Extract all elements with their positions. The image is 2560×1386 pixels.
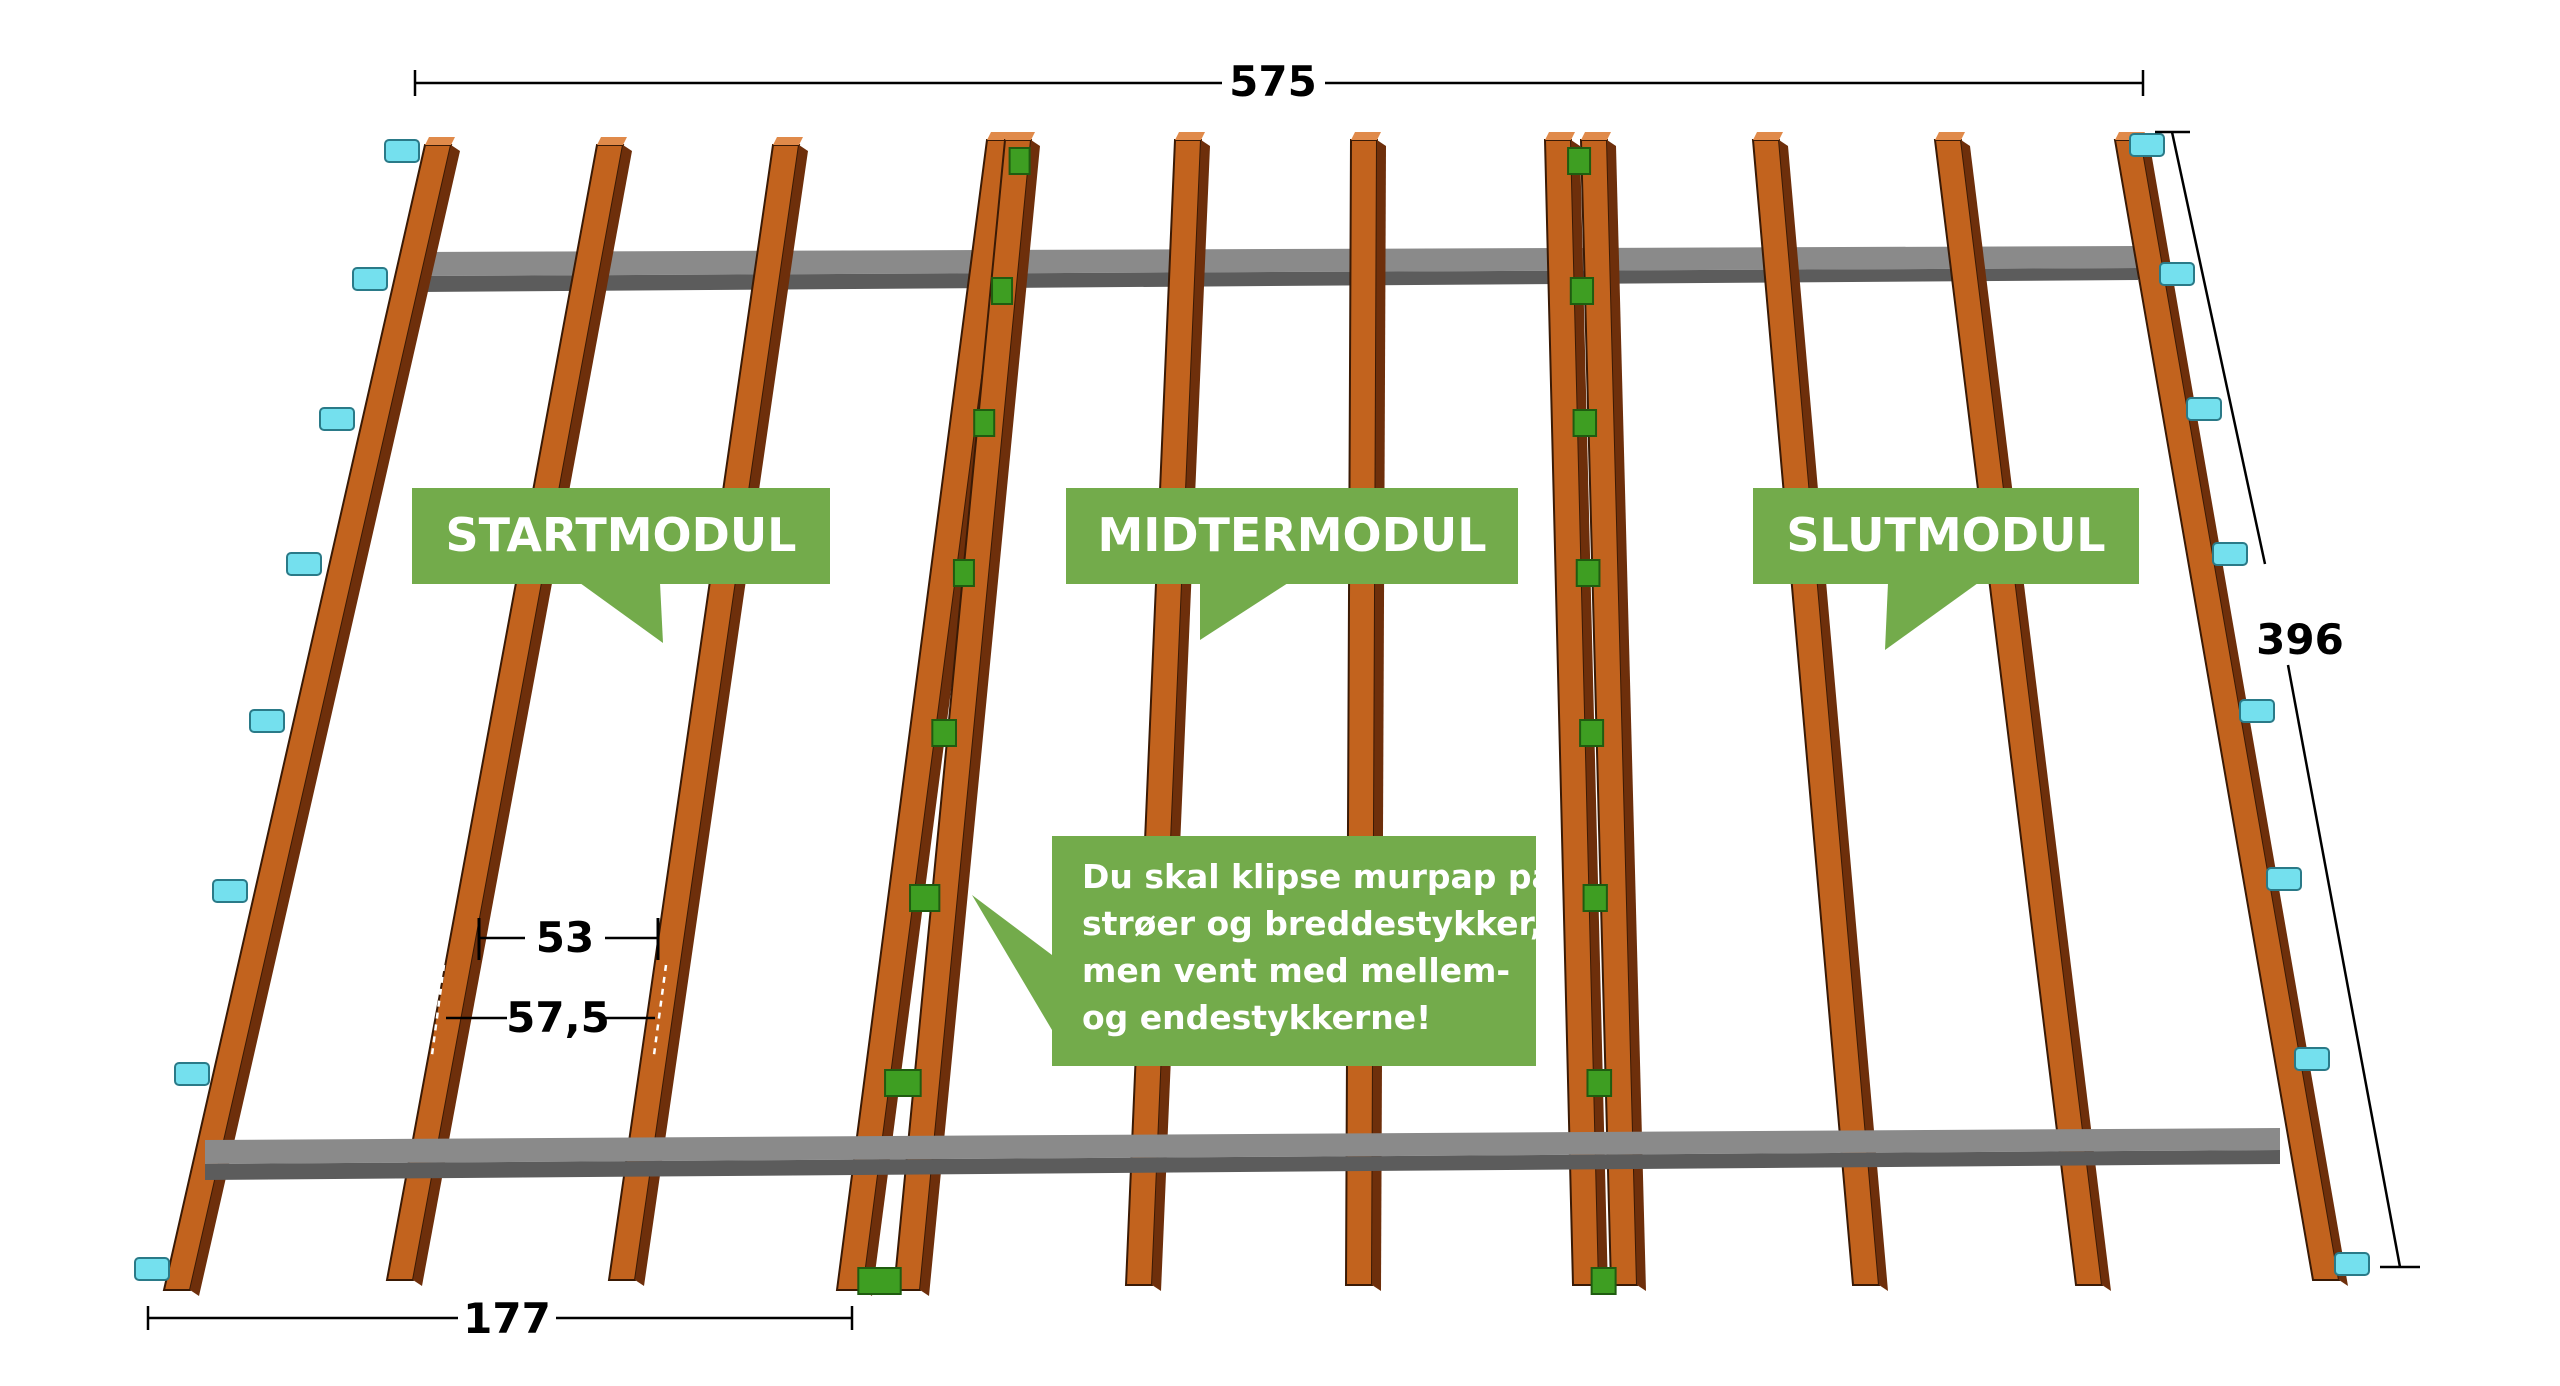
block-piece [952,559,975,587]
back-cross-beam [418,246,2138,292]
joists [162,132,2348,1296]
bracket [286,552,322,576]
joist-side [1607,140,1646,1291]
joist-top [1581,132,1611,140]
bracket [249,709,285,733]
dimension-depth: 396 [2155,130,2420,1269]
bracket [352,267,388,291]
block-piece [1572,409,1598,437]
midtermodul-label: MIDTERMODUL [1097,508,1486,562]
joist-top [1935,132,1965,140]
bracket [2334,1252,2370,1276]
callout-midtermodul: MIDTERMODUL [1066,488,1518,640]
joist-side [413,145,632,1286]
bracket [319,407,355,431]
joist-face [607,144,801,1281]
block-piece [1586,1069,1613,1097]
dimension-total-width: 575 [413,57,2145,106]
block-piece [1590,1267,1617,1295]
note-line-1: Du skal klipse murpap på [1082,857,1554,896]
block-piece [1579,719,1605,747]
joist-top [773,137,803,145]
dimension-joist-spacing: 53 57,5 [430,913,668,1056]
dimension-396-label: 396 [2256,615,2344,664]
joist-side [190,145,460,1296]
block-piece [1575,559,1601,587]
bracket [2239,699,2275,723]
block-piece [1567,147,1592,175]
joist-top [1175,132,1205,140]
dimension-57-5-label: 57,5 [506,993,610,1042]
joist-face [1344,139,1379,1286]
dimension-575-label: 575 [1229,57,1317,106]
joist-top [1005,132,1035,140]
bracket [2266,867,2302,891]
bracket [212,879,248,903]
joist-side [635,145,808,1286]
block-piece [909,884,941,912]
bracket [2129,133,2165,157]
dimension-53-label: 53 [536,913,594,962]
block-piece [1582,884,1608,912]
joist-side [1961,140,2111,1291]
bracket [2186,397,2222,421]
joist-top [597,137,627,145]
joist-face [1751,139,1881,1286]
joist-face [162,144,453,1291]
bracket [2294,1047,2330,1071]
startmodul-label: STARTMODUL [446,508,797,562]
joist-top [1753,132,1783,140]
dimension-177-label: 177 [463,1294,551,1343]
block-piece [973,409,996,437]
block-piece [991,277,1014,305]
note-line-2: strøer og breddestykker, [1082,904,1542,943]
block-piece [857,1267,902,1295]
front-cross-beam [205,1128,2280,1180]
slutmodul-label: SLUTMODUL [1786,508,2105,562]
callout-note: Du skal klipse murpap på strøer og bredd… [972,836,1554,1066]
joist-face [2113,139,2341,1281]
callout-slutmodul: SLUTMODUL [1753,488,2139,650]
bracket [2212,542,2248,566]
block-piece [884,1069,922,1097]
bracket [134,1257,170,1281]
bracket [384,139,420,163]
joist-top [1351,132,1381,140]
block-piece [1008,147,1031,175]
block-piece [931,719,957,747]
blocking-pieces [857,147,1617,1295]
joist-side [1779,140,1888,1291]
note-line-4: og endestykkerne! [1082,998,1431,1037]
support-brackets [134,133,2370,1281]
dimension-module-width: 177 [146,1294,854,1343]
bracket [2159,262,2195,286]
joist-top [425,137,455,145]
joist-side [920,140,1040,1296]
front-beam-side [205,1150,2280,1180]
note-line-3: men vent med mellem- [1082,951,1510,990]
block-piece [1569,277,1595,305]
back-beam-face [418,246,2138,276]
joist-face [1933,139,2104,1286]
callout-startmodul: STARTMODUL [412,488,830,643]
joist-top [1545,132,1575,140]
back-beam-side [418,268,2138,292]
front-beam-face [205,1128,2280,1164]
bracket [174,1062,210,1086]
